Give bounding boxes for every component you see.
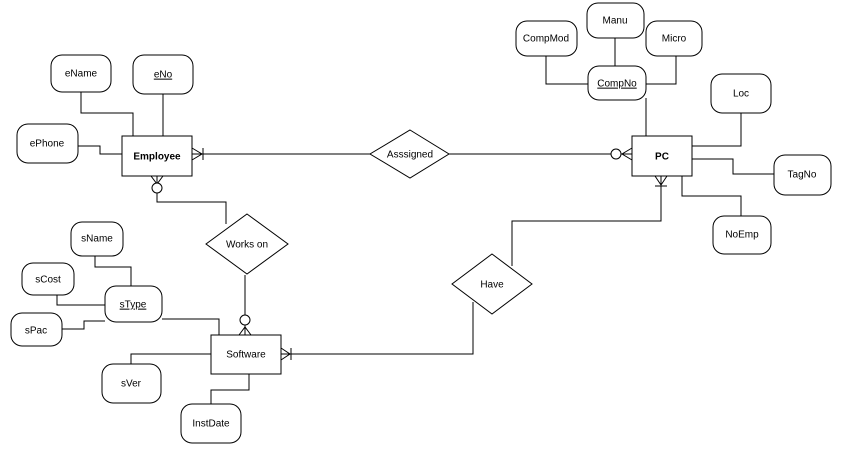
attribute-tagno-label: TagNo <box>788 170 817 181</box>
attribute-scost-label: sCost <box>35 275 61 286</box>
relationship-have[interactable]: Have <box>451 253 533 315</box>
attribute-ename-label: eName <box>65 69 98 80</box>
attribute-scost[interactable]: sCost <box>21 262 75 296</box>
line-tagno-pc <box>692 158 774 175</box>
relationship-works-on-label: Works on <box>226 240 268 251</box>
attribute-sname-label: sName <box>81 234 113 245</box>
attribute-instdate[interactable]: InstDate <box>180 403 242 444</box>
employee-assigned-crowfoot <box>191 147 204 161</box>
line-scost-stype <box>56 293 105 306</box>
line-sname-stype <box>94 256 132 286</box>
relationship-assigned-label: Asssigned <box>387 150 433 161</box>
attribute-compno[interactable]: CompNo <box>587 65 647 101</box>
pc-assigned-crowfoot <box>610 147 633 161</box>
attribute-ename[interactable]: eName <box>50 54 112 93</box>
line-ename-employee <box>80 90 134 136</box>
line-pc-have <box>511 176 662 266</box>
line-micro-compno <box>646 56 677 85</box>
attribute-loc-label: Loc <box>733 89 749 100</box>
attribute-tagno[interactable]: TagNo <box>773 154 832 196</box>
line-ephone-employee <box>78 145 122 155</box>
attribute-compmod[interactable]: CompMod <box>515 20 578 57</box>
attribute-compmod-label: CompMod <box>523 34 569 45</box>
entity-pc-label: PC <box>655 152 669 163</box>
line-loc-pc <box>692 113 742 147</box>
attribute-eno[interactable]: eNo <box>132 54 194 95</box>
attribute-micro-label: Micro <box>662 34 687 45</box>
software-have-crowfoot <box>280 347 292 361</box>
attribute-stype[interactable]: sType <box>104 285 163 323</box>
attribute-spac[interactable]: sPac <box>10 312 63 347</box>
line-spac-stype <box>62 320 105 330</box>
attribute-micro[interactable]: Micro <box>645 20 703 57</box>
line-stype-software <box>162 318 220 335</box>
relationship-have-label: Have <box>480 280 504 291</box>
attribute-stype-label: sType <box>120 300 147 311</box>
attribute-sver-label: sVer <box>121 379 142 390</box>
entity-pc[interactable]: PC <box>631 135 693 177</box>
line-noemp-pc <box>681 176 742 216</box>
attribute-instdate-label: InstDate <box>192 419 230 430</box>
relationship-assigned[interactable]: Asssigned <box>369 129 450 179</box>
attribute-ephone[interactable]: ePhone <box>16 123 79 164</box>
attribute-sver[interactable]: sVer <box>101 363 162 404</box>
attribute-spac-label: sPac <box>25 326 47 337</box>
attribute-noemp-label: NoEmp <box>725 230 759 241</box>
attribute-manu[interactable]: Manu <box>586 2 645 39</box>
entity-software-label: Software <box>226 350 266 361</box>
attribute-loc[interactable]: Loc <box>710 73 772 114</box>
attribute-noemp[interactable]: NoEmp <box>712 215 772 255</box>
entity-software[interactable]: Software <box>210 334 282 375</box>
attribute-sname[interactable]: sName <box>70 221 124 257</box>
employee-workson-crowfoot <box>150 175 164 194</box>
entity-employee[interactable]: Employee <box>121 135 193 177</box>
line-compmod-compno <box>545 55 588 85</box>
relationship-works-on[interactable]: Works on <box>205 213 289 275</box>
line-instdate-software <box>210 374 250 404</box>
attribute-ephone-label: ePhone <box>30 139 65 150</box>
attribute-eno-label: eNo <box>154 70 173 81</box>
attribute-compno-label: CompNo <box>597 79 637 90</box>
line-have-software <box>281 302 474 355</box>
line-sver-software <box>130 353 211 364</box>
attribute-manu-label: Manu <box>602 16 627 27</box>
entity-employee-label: Employee <box>133 152 181 163</box>
pc-have-crowfoot <box>654 175 668 187</box>
cardinality-markers <box>150 147 668 361</box>
line-employee-workson <box>156 176 227 224</box>
software-workson-crowfoot <box>238 314 252 336</box>
